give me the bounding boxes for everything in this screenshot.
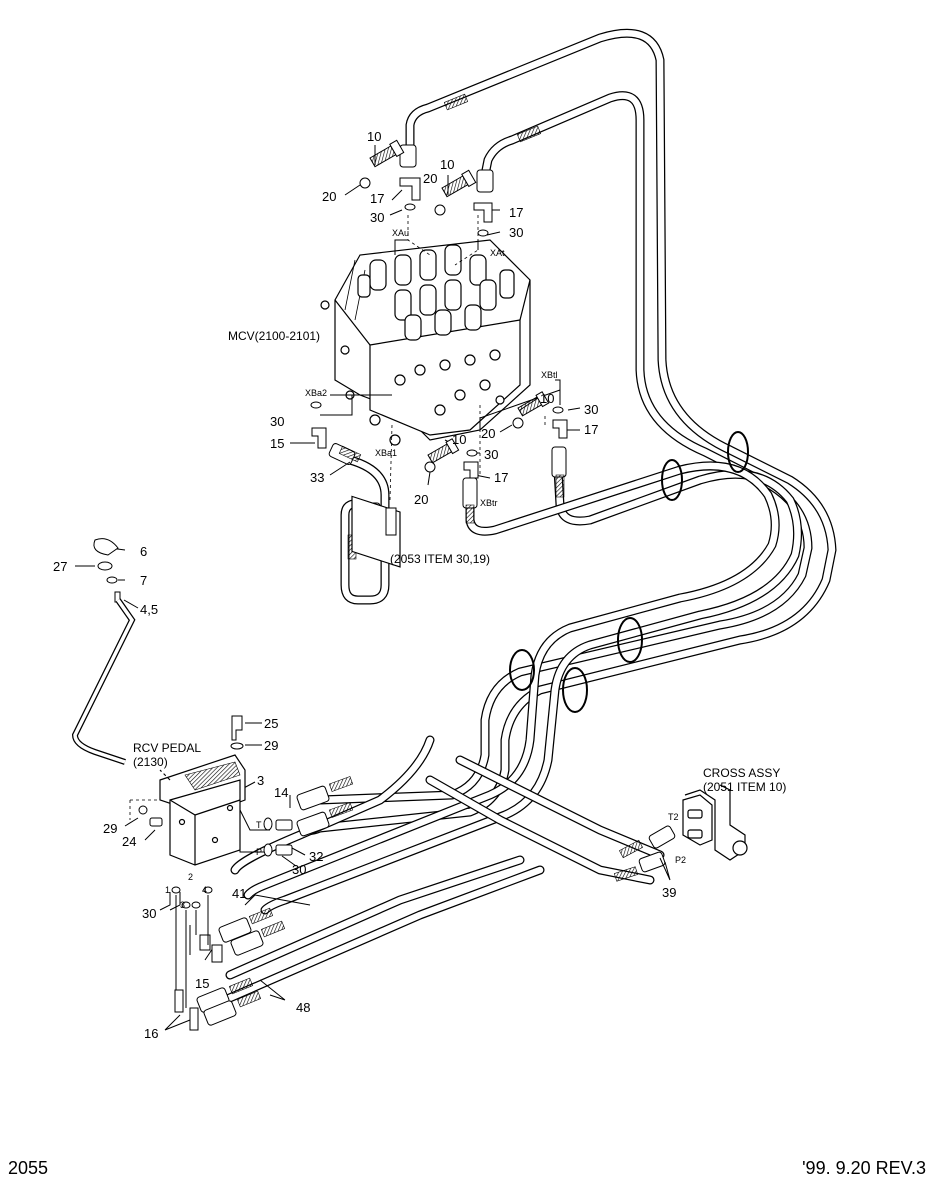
callout-20: 20 xyxy=(414,492,428,507)
callout-7: 7 xyxy=(140,573,147,588)
callout-30: 30 xyxy=(370,210,384,225)
rcv-pedal-label: RCV PEDAL xyxy=(133,741,201,755)
callout-15: 15 xyxy=(270,436,284,451)
port-p: P xyxy=(256,847,262,857)
callout-10: 10 xyxy=(452,432,466,447)
callout-14: 14 xyxy=(274,785,288,800)
callout-39: 39 xyxy=(662,885,676,900)
port-2: 2 xyxy=(188,872,193,882)
port-3: 3 xyxy=(180,900,185,910)
callout-4-5: 4,5 xyxy=(140,602,158,617)
hose-bundle xyxy=(220,28,837,1005)
callout-24: 24 xyxy=(122,834,136,849)
mcv-label: MCV(2100-2101) xyxy=(228,329,320,343)
callout-33: 33 xyxy=(310,470,324,485)
port-xbtr: XBtr xyxy=(480,498,498,508)
port-xba2: XBa2 xyxy=(305,388,327,398)
callout-17: 17 xyxy=(584,422,598,437)
port-t: T xyxy=(256,820,262,830)
cross-assy-label: CROSS ASSY xyxy=(703,766,780,780)
revision-date: '99. 9.20 REV.3 xyxy=(802,1158,926,1178)
port-4: 4 xyxy=(202,885,207,895)
callout-30: 30 xyxy=(484,447,498,462)
callout-10: 10 xyxy=(540,391,554,406)
callout-3: 3 xyxy=(257,773,264,788)
callout-30: 30 xyxy=(584,402,598,417)
rcv-pedal-ref: (2130) xyxy=(133,755,168,769)
callout-48: 48 xyxy=(296,1000,310,1015)
callout-27: 27 xyxy=(53,559,67,574)
page-number: 2055 xyxy=(8,1158,49,1178)
callout-10: 10 xyxy=(367,129,381,144)
callout-30: 30 xyxy=(509,225,523,240)
callout-17: 17 xyxy=(370,191,384,206)
callout-20: 20 xyxy=(423,171,437,186)
cross-assy-ref: (2051 ITEM 10) xyxy=(703,780,786,794)
callout-17: 17 xyxy=(509,205,523,220)
callout-20: 20 xyxy=(322,189,336,204)
callout-17: 17 xyxy=(494,470,508,485)
callout-30: 30 xyxy=(292,862,306,877)
port-labels: XAu XAt XBa2 XBa1 XBtl XBtr T P T2 P2 1 … xyxy=(165,228,686,910)
port-xau: XAu xyxy=(392,228,409,238)
callout-20: 20 xyxy=(481,426,495,441)
callout-30: 30 xyxy=(142,906,156,921)
callout-6: 6 xyxy=(140,544,147,559)
port-p2: P2 xyxy=(675,855,686,865)
cross-assy xyxy=(682,784,748,861)
port-xat: XAt xyxy=(490,248,505,258)
item-ref-label: (2053 ITEM 30,19) xyxy=(390,552,490,566)
port-xba1: XBa1 xyxy=(375,448,397,458)
callout-32: 32 xyxy=(309,849,323,864)
callout-41: 41 xyxy=(232,886,246,901)
callout-labels: 10 20 17 30 10 20 17 30 30 15 33 10 30 2… xyxy=(53,129,676,1041)
port-t2: T2 xyxy=(668,812,679,822)
mcv-valve-block xyxy=(320,239,531,568)
small-fittings xyxy=(71,139,568,1031)
callout-16: 16 xyxy=(144,1026,158,1041)
callout-29: 29 xyxy=(264,738,278,753)
callout-25: 25 xyxy=(264,716,278,731)
callout-29: 29 xyxy=(103,821,117,836)
component-labels: MCV(2100-2101) RCV PEDAL (2130) CROSS AS… xyxy=(133,329,786,794)
port-xbtl: XBtl xyxy=(541,370,558,380)
callout-15: 15 xyxy=(195,976,209,991)
callout-10: 10 xyxy=(440,157,454,172)
callout-30: 30 xyxy=(270,414,284,429)
port-1: 1 xyxy=(165,885,170,895)
spool-caps xyxy=(357,244,515,341)
rcv-pedal xyxy=(159,754,246,866)
